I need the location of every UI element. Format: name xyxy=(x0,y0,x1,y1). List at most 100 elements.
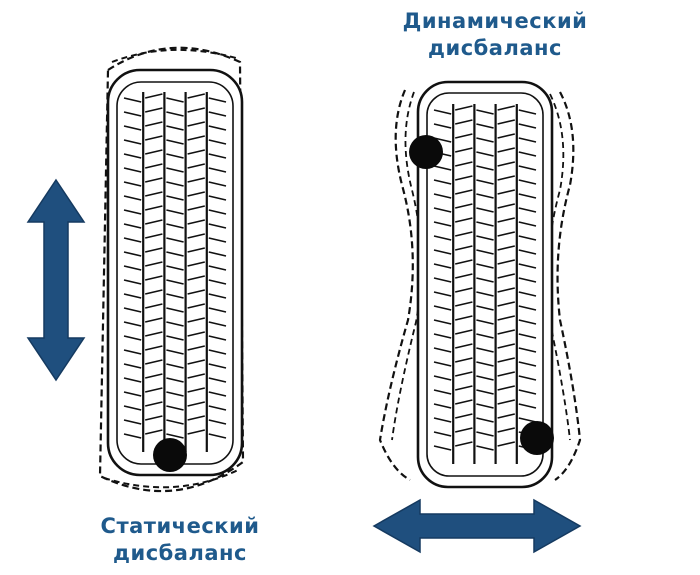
tread-sipe xyxy=(145,317,163,323)
tread-sipe xyxy=(145,135,163,141)
tread-sipe xyxy=(518,319,537,325)
tread-sipe xyxy=(497,287,515,293)
tread-sipe xyxy=(518,137,537,143)
tread-sipe xyxy=(145,261,163,267)
tread-sipe xyxy=(476,263,494,269)
tread-sipe xyxy=(497,231,515,237)
tread-sipe xyxy=(476,207,494,213)
tread-sipe xyxy=(145,345,163,351)
tread-sipe xyxy=(123,237,142,243)
tread-sipe xyxy=(123,195,142,201)
tread-sipe xyxy=(187,93,205,99)
tread-sipe xyxy=(187,261,205,267)
tread-sipe xyxy=(518,151,537,157)
tread-sipe xyxy=(166,153,184,159)
tread-sipe xyxy=(166,181,184,187)
tread-sipe xyxy=(497,273,515,279)
tread-sipe xyxy=(497,385,515,391)
tread-sipe xyxy=(166,167,184,173)
tread-sipe xyxy=(208,251,227,257)
tread-sipe xyxy=(166,251,184,257)
tread-sipe xyxy=(145,415,163,421)
tread-sipe xyxy=(476,179,494,185)
tread-sipe xyxy=(455,413,473,419)
tread-sipe xyxy=(518,221,537,227)
tread-sipe xyxy=(476,151,494,157)
tread-sipe xyxy=(145,387,163,393)
tread-sipe xyxy=(455,245,473,251)
tread-sipe xyxy=(497,441,515,447)
tread-sipe xyxy=(187,205,205,211)
tread-sipe xyxy=(208,293,227,299)
tread-sipe xyxy=(455,427,473,433)
tread-sipe xyxy=(433,347,452,353)
static-imbalance-caption: Статический дисбаланс xyxy=(65,513,295,567)
tread-sipe xyxy=(433,291,452,297)
tread-sipe xyxy=(123,293,142,299)
tread-sipe xyxy=(145,219,163,225)
tread-sipe xyxy=(455,147,473,153)
dynamic-motion-outline-left xyxy=(378,89,414,481)
tread-sipe xyxy=(518,417,537,423)
tread-sipe xyxy=(476,333,494,339)
tread-sipe xyxy=(518,207,537,213)
tread-sipe xyxy=(123,307,142,313)
tread-sipe xyxy=(123,405,142,411)
tread-sipe xyxy=(497,413,515,419)
tread-sipe xyxy=(208,391,227,397)
tread-sipe xyxy=(433,263,452,269)
tread-sipe xyxy=(123,377,142,383)
tread-sipe xyxy=(166,307,184,313)
tread-sipe xyxy=(208,209,227,215)
tread-sipe xyxy=(518,305,537,311)
tread-sipe xyxy=(187,289,205,295)
tread-sipe xyxy=(123,335,142,341)
tread-sipe xyxy=(433,403,452,409)
tread-sipe xyxy=(497,343,515,349)
tread-sipe xyxy=(208,237,227,243)
tread-sipe xyxy=(187,331,205,337)
tread-sipe xyxy=(433,179,452,185)
tread-sipe xyxy=(433,361,452,367)
tread-sipe xyxy=(123,181,142,187)
tread-sipe xyxy=(187,233,205,239)
tread-sipe xyxy=(166,363,184,369)
tread-sipe xyxy=(187,149,205,155)
tread-sipe xyxy=(187,275,205,281)
dynamic-imbalance-tire xyxy=(378,80,582,489)
tread-sipe xyxy=(433,305,452,311)
tread-sipe xyxy=(455,301,473,307)
tread-sipe xyxy=(433,109,452,115)
tread-sipe xyxy=(433,249,452,255)
tread-sipe xyxy=(123,153,142,159)
tread-sipe xyxy=(123,209,142,215)
tread-sipe xyxy=(476,417,494,423)
tread-sipe xyxy=(145,275,163,281)
tread-sipe xyxy=(433,193,452,199)
tread-sipe xyxy=(145,429,163,435)
tread-sipe xyxy=(123,279,142,285)
tread-sipe xyxy=(145,163,163,169)
tread-sipe xyxy=(166,433,184,439)
dynamic-caption-line2: дисбаланс xyxy=(428,36,562,60)
dynamic-caption-line1: Динамический xyxy=(402,9,588,33)
tread-sipe xyxy=(455,441,473,447)
tread-sipe xyxy=(455,357,473,363)
tread-sipe xyxy=(455,189,473,195)
tread-sipe xyxy=(145,233,163,239)
tread-sipe xyxy=(455,371,473,377)
tread-sipe xyxy=(455,105,473,111)
tread-sipe xyxy=(145,289,163,295)
tread-sipe xyxy=(145,107,163,113)
tread-sipe xyxy=(455,119,473,125)
tread-sipe xyxy=(123,321,142,327)
tread-sipe xyxy=(187,373,205,379)
tread-sipe xyxy=(518,277,537,283)
tread-sipe xyxy=(455,399,473,405)
tread-sipe xyxy=(476,235,494,241)
tread-sipe xyxy=(123,97,142,103)
dynamic-balance-weight-bottom xyxy=(520,421,554,455)
tread-sipe xyxy=(518,347,537,353)
tread-sipe xyxy=(123,391,142,397)
